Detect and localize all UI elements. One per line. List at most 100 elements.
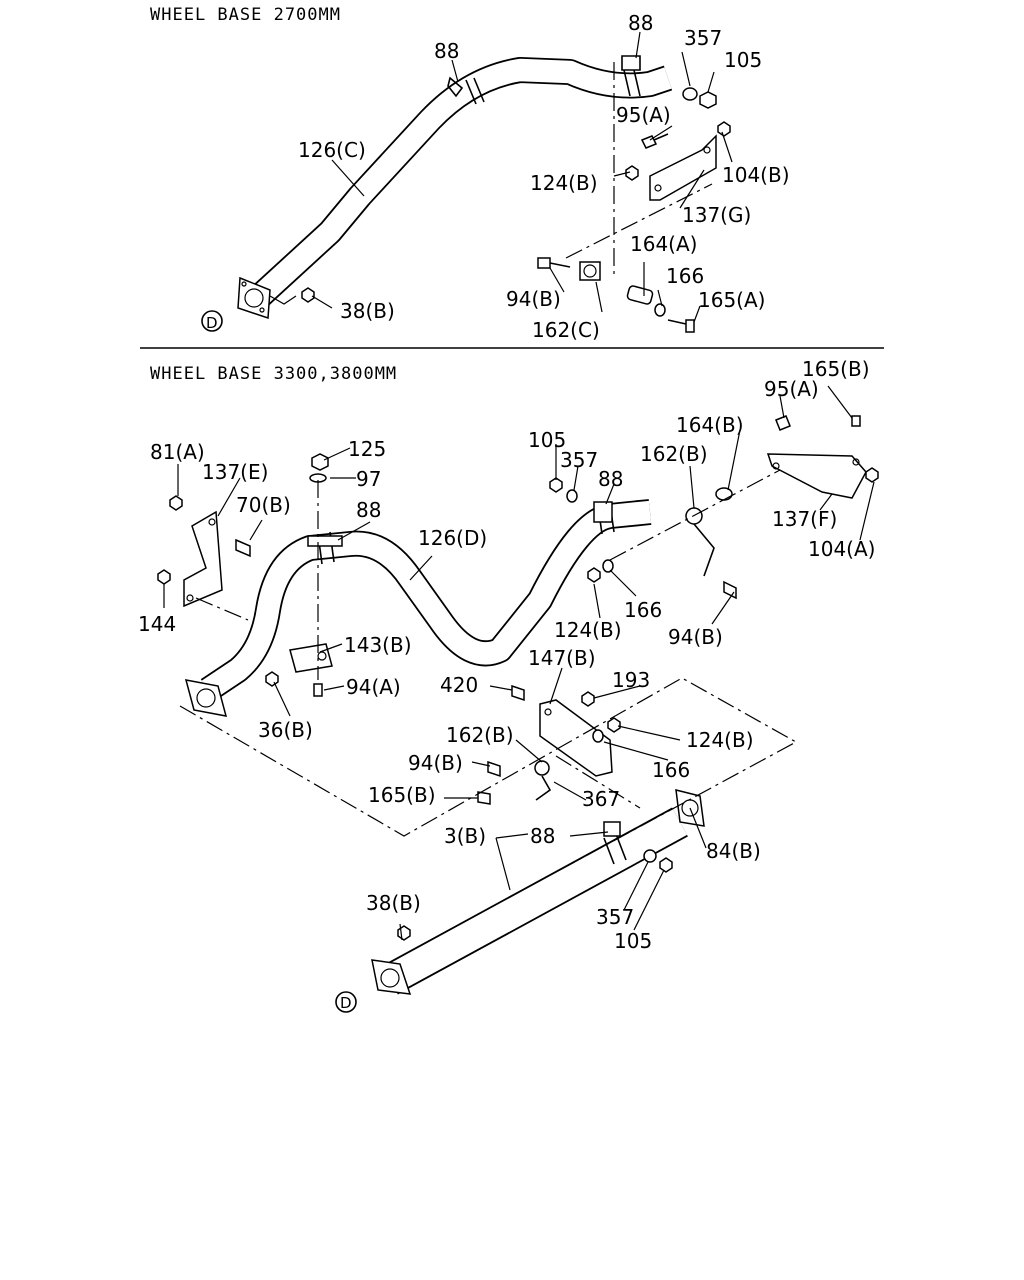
label-97: 97 xyxy=(356,467,381,491)
label-81a: 81(A) xyxy=(150,440,205,464)
nut-124b-lower xyxy=(607,717,621,733)
label-104a: 104(A) xyxy=(808,537,875,561)
label-84b: 84(B) xyxy=(706,839,761,863)
label-124b: 124(B) xyxy=(530,171,598,195)
bolt-94b-top xyxy=(537,257,571,269)
washer-357-top xyxy=(682,87,698,101)
nut-81a xyxy=(169,495,183,511)
center-line-outline xyxy=(179,677,798,873)
mount-162c xyxy=(579,261,601,281)
nut-38b xyxy=(397,925,411,941)
label-166: 166 xyxy=(624,598,662,622)
nut-144 xyxy=(157,569,171,585)
label-38b: 38(B) xyxy=(366,891,421,915)
bracket-137g xyxy=(649,134,717,201)
label-137g: 137(G) xyxy=(682,203,751,227)
pipe-3b xyxy=(382,807,688,995)
label-125: 125 xyxy=(348,437,386,461)
bottom-callouts: 165(B) 95(A) 164(B) 105 357 88 162(B) 81… xyxy=(138,357,875,1013)
label-105: 105 xyxy=(724,48,762,72)
label-95a: 95(A) xyxy=(616,103,671,127)
label-144: 144 xyxy=(138,612,176,636)
top-callouts: 88 88 357 105 95(A) 126(C) 124(B) 104(B)… xyxy=(201,11,790,342)
label-165a: 165(A) xyxy=(698,288,765,312)
washer-166-top xyxy=(654,303,666,317)
label-357: 357 xyxy=(596,905,634,929)
label-162c: 162(C) xyxy=(532,318,600,342)
label-162b: 162(B) xyxy=(446,723,514,747)
flange-left xyxy=(184,679,228,717)
pipe-126d xyxy=(200,499,652,701)
label-165b: 165(B) xyxy=(802,357,870,381)
label-164b: 164(B) xyxy=(676,413,744,437)
bolt-165b-lower xyxy=(477,791,491,805)
label-420: 420 xyxy=(440,673,478,697)
label-94a: 94(A) xyxy=(346,675,401,699)
label-166: 166 xyxy=(666,264,704,288)
connector-d-marker xyxy=(335,991,357,1013)
nut-105 xyxy=(549,477,563,493)
label-88: 88 xyxy=(434,39,459,63)
label-3b: 3(B) xyxy=(444,824,486,848)
nut-124b xyxy=(587,567,601,583)
bolt-420 xyxy=(511,684,525,702)
label-357: 357 xyxy=(684,26,722,50)
top-assembly xyxy=(237,31,733,333)
bolt-94a xyxy=(313,683,323,697)
label-38b: 38(B) xyxy=(340,299,395,323)
washer-357-lower xyxy=(643,849,657,863)
label-94b: 94(B) xyxy=(408,751,463,775)
label-94b: 94(B) xyxy=(506,287,561,311)
label-88: 88 xyxy=(530,824,555,848)
section-title-wheelbase-3300-3800: WHEEL BASE 3300,3800MM xyxy=(150,364,397,384)
label-105: 105 xyxy=(614,929,652,953)
label-357: 357 xyxy=(560,448,598,472)
label-88: 88 xyxy=(628,11,653,35)
nut-104b-top xyxy=(717,121,731,137)
label-166: 166 xyxy=(652,758,690,782)
bolt-94b-lower xyxy=(487,760,501,778)
nut-193 xyxy=(581,691,595,707)
label-193: 193 xyxy=(612,668,650,692)
label-95a: 95(A) xyxy=(764,377,819,401)
label-147b: 147(B) xyxy=(528,646,596,670)
bracket-137e xyxy=(183,510,223,608)
label-124b: 124(B) xyxy=(686,728,754,752)
bolt-95a-top xyxy=(640,133,669,149)
washer-357 xyxy=(566,489,578,503)
label-137e: 137(E) xyxy=(202,460,268,484)
bolt-70b xyxy=(235,538,251,558)
flange-top xyxy=(237,276,271,320)
collar-164a xyxy=(626,285,654,305)
washer-166 xyxy=(602,559,614,573)
bracket-147b xyxy=(539,699,613,777)
label-70b: 70(B) xyxy=(236,493,291,517)
label-126d: 126(D) xyxy=(418,526,487,550)
label-126c: 126(C) xyxy=(298,138,366,162)
nut-125 xyxy=(311,453,329,471)
bolt-165a xyxy=(667,319,695,333)
label-94b: 94(B) xyxy=(668,625,723,649)
nut-104a xyxy=(865,467,879,483)
label-164a: 164(A) xyxy=(630,232,697,256)
leader-38b-top xyxy=(269,295,297,305)
label-162b: 162(B) xyxy=(640,442,708,466)
label-105: 105 xyxy=(528,428,566,452)
clamp-88-top-right xyxy=(621,55,641,97)
label-104b: 104(B) xyxy=(722,163,790,187)
label-143b: 143(B) xyxy=(344,633,412,657)
bottom-assembly xyxy=(157,385,879,995)
clamp-88-left xyxy=(307,531,343,565)
label-367: 367 xyxy=(582,787,620,811)
hanger-162b-lower xyxy=(534,760,552,801)
mount-143b xyxy=(289,643,333,673)
label-36b: 36(B) xyxy=(258,718,313,742)
nut-124b-top xyxy=(625,165,639,181)
bolt-95a xyxy=(775,415,791,431)
bracket-137f xyxy=(766,453,867,499)
label-124b: 124(B) xyxy=(554,618,622,642)
clamp-88-right xyxy=(593,501,615,535)
washer-166-lower xyxy=(592,729,604,743)
section-title-wheelbase-2700: WHEEL BASE 2700MM xyxy=(150,5,341,25)
